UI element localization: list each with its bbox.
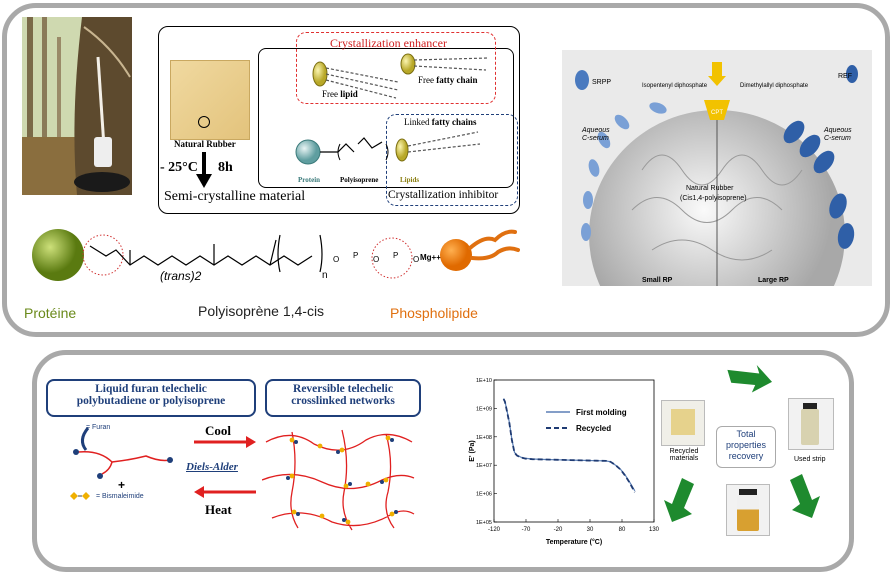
- x-axis-label: Temperature (°C): [546, 538, 602, 546]
- enhancer-box: [296, 32, 496, 104]
- svg-text:SRPP: SRPP: [592, 79, 611, 86]
- phospholipide-head: [440, 239, 472, 271]
- srpp-icon: [575, 70, 589, 90]
- x-tick-label: 80: [619, 527, 626, 533]
- svg-text:O: O: [413, 255, 419, 264]
- free-fatty-head: [400, 53, 416, 75]
- proteine-label: Protéine: [24, 305, 77, 321]
- n-subscript: n: [322, 270, 328, 281]
- bismaleimide-label: = Bismaleimide: [96, 493, 144, 500]
- free-lipid-label: Free lipid: [322, 89, 358, 99]
- furan-label: = Furan: [86, 424, 111, 431]
- cool-label: Cool: [205, 423, 231, 438]
- legend-first-molding: First molding: [576, 408, 627, 417]
- rubber-particle-figure: Aqueous C-serum Aqueous C-serum SRPP REF…: [562, 50, 872, 286]
- x-tick-label: -120: [488, 527, 501, 533]
- polyisoprene-label: Polyisoprène 1,4-cis: [198, 303, 325, 319]
- polyisoprene-structure: (trans)2 n O P O P O Mg++: [32, 229, 520, 283]
- svg-text:O: O: [373, 255, 379, 264]
- svg-text:P: P: [393, 251, 398, 260]
- used-strip-label: Used strip: [794, 456, 826, 463]
- x-tick-label: 130: [649, 527, 660, 533]
- free-fatty-label: Free fatty chain: [418, 75, 478, 85]
- natural-rubber-label: Natural Rubber: [174, 139, 236, 149]
- vial-photo: [726, 484, 770, 536]
- enhancer-title: Crystallization enhancer: [330, 36, 447, 50]
- recycle-arrows: [664, 364, 820, 522]
- svg-text:Small RP: Small RP: [642, 277, 673, 284]
- telechelic-schematic: [70, 427, 173, 500]
- y-tick-label: 1E+05: [476, 520, 492, 526]
- heat-label: Heat: [205, 502, 232, 517]
- svg-text:REF: REF: [838, 73, 852, 80]
- network-schematic: [262, 429, 415, 531]
- recycle-arrow-right: [790, 474, 820, 518]
- x-tick-label: -20: [554, 527, 563, 533]
- svg-text:Aqueous: Aqueous: [581, 127, 610, 134]
- svg-text:Aqueous: Aqueous: [823, 127, 852, 134]
- networks-title-box: Reversible telechelic crosslinked networ…: [265, 379, 421, 417]
- x-tick-label: -70: [522, 527, 531, 533]
- plot-area: [493, 379, 655, 523]
- lipid-schematic: [295, 53, 489, 165]
- y-tick-label: 1E+09: [476, 406, 492, 412]
- svg-text:C-serum: C-serum: [824, 135, 851, 142]
- used-strip-photo: [788, 398, 834, 450]
- y-tick-label: 1E+07: [476, 463, 492, 469]
- svg-text:Isopentenyl diphosphate: Isopentenyl diphosphate: [642, 83, 708, 89]
- inhibitor-title: Crystallization inhibitor: [388, 189, 499, 201]
- svg-text:P: P: [353, 251, 358, 260]
- svg-text:Dimethylallyl diphosphate: Dimethylallyl diphosphate: [740, 83, 809, 89]
- plus-label: +: [118, 478, 126, 492]
- phospholipide-label: Phospholipide: [390, 305, 478, 321]
- y-tick-label: 1E+10: [476, 378, 492, 384]
- trans-label: (trans)2: [160, 269, 202, 283]
- legend-recycled: Recycled: [576, 424, 611, 433]
- lipids-label: Lipids: [400, 176, 420, 184]
- svg-text:C-serum: C-serum: [582, 135, 609, 142]
- semi-crystalline-label: Semi-crystalline material: [164, 189, 306, 204]
- cooling-arrow: [196, 152, 212, 188]
- modulus-chart: 1E+10 1E+09 1E+08 1E+07 1E+06 1E+05-120 -70 -20…: [469, 378, 660, 546]
- crystallization-inset: [158, 26, 520, 214]
- svg-text:Natural Rubber: Natural Rubber: [686, 185, 734, 192]
- recycle-arrow-left: [664, 478, 694, 522]
- rubber-tree-photo: [22, 17, 132, 195]
- liquid-title-box: Liquid furan telechelic polybutadiene or…: [46, 379, 256, 417]
- x-tick-label: 30: [587, 527, 594, 533]
- recycled-materials-photo: [661, 400, 705, 446]
- time-label: 8h: [218, 160, 233, 175]
- svg-text:Mg++: Mg++: [420, 253, 441, 262]
- protein-label: Protein: [298, 176, 321, 184]
- y-tick-label: 1E+06: [476, 492, 492, 498]
- series-line-2: [502, 398, 636, 493]
- cpt-icon: [704, 100, 730, 120]
- proteine-sphere: [32, 229, 84, 281]
- temperature-label: - 25°C: [160, 160, 198, 175]
- polyisoprene-small-label: Polyisoprene: [340, 176, 379, 184]
- y-axis-label: E' (Pa): [469, 440, 476, 462]
- y-tick-label: 1E+08: [476, 435, 492, 441]
- reaction-arrows: [194, 436, 256, 498]
- natural-rubber-sheet: [170, 60, 250, 140]
- protein-sphere: [295, 139, 321, 165]
- svg-text:Large RP: Large RP: [758, 277, 789, 284]
- svg-text:O: O: [333, 255, 339, 264]
- ref-icon: [846, 65, 858, 83]
- svg-text:CPT: CPT: [711, 110, 723, 116]
- sheet-circle: [198, 116, 210, 128]
- free-lipid-head: [312, 61, 328, 87]
- linked-fatty-label: Linked fatty chains: [404, 117, 477, 127]
- diels-alder-label: Diels-Alder: [186, 461, 238, 473]
- linked-lipid-head: [395, 138, 409, 162]
- recycled-materials-label: Recycled materials: [669, 448, 699, 462]
- svg-text:(Cis1,4-polyisoprene): (Cis1,4-polyisoprene): [680, 195, 747, 202]
